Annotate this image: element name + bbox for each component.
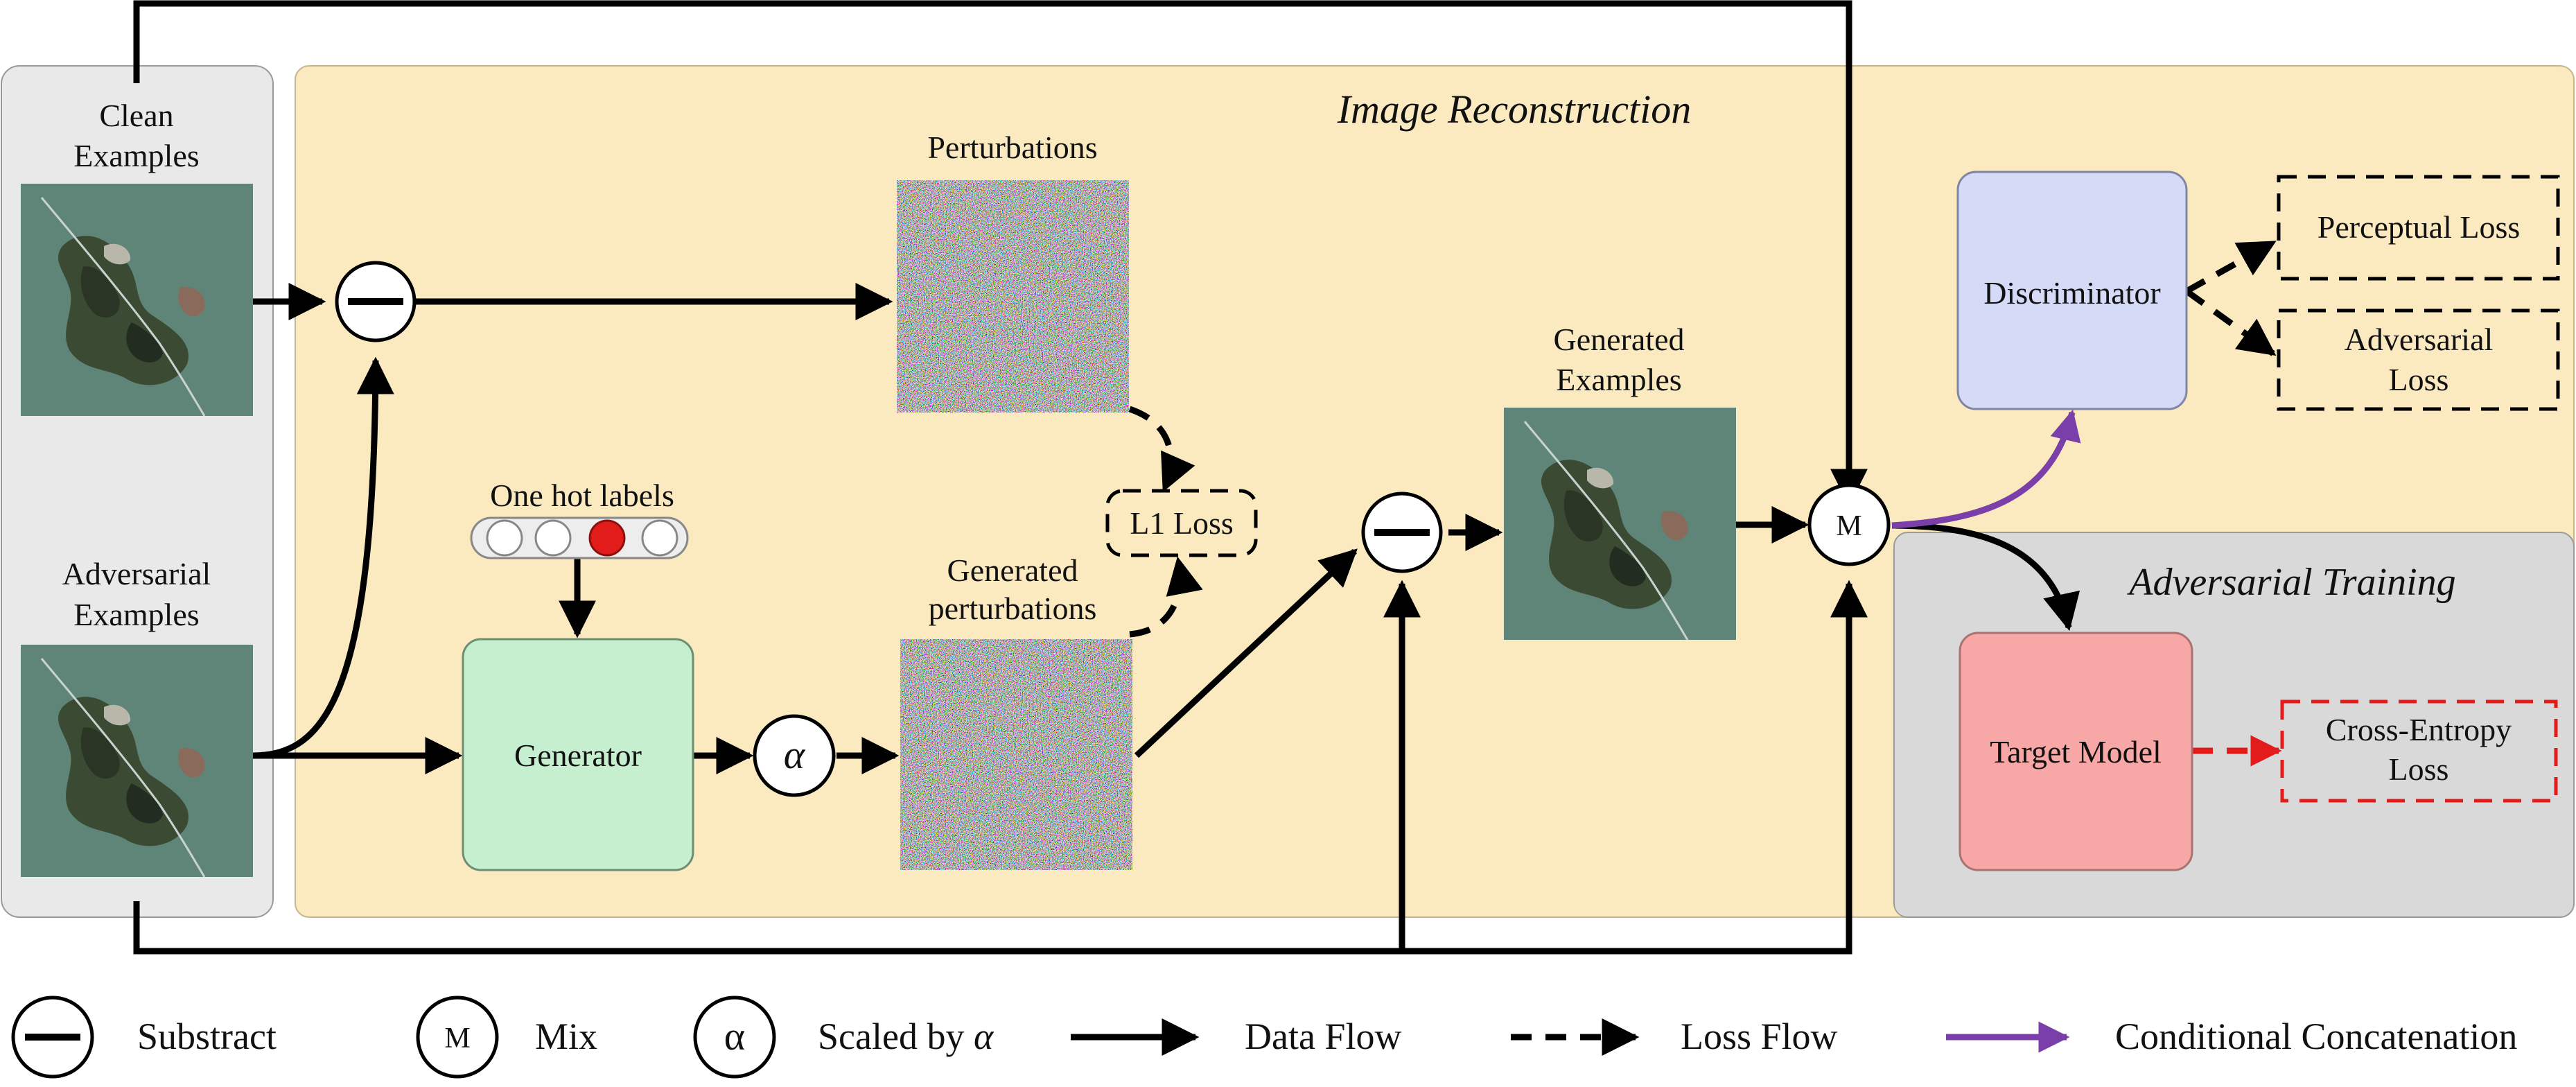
generated-perturbations-image [900, 639, 1132, 870]
legend-alpha-symbol: α [724, 1014, 745, 1059]
legend-scaled-label: Scaled by α [818, 1016, 995, 1057]
perturbations-image [897, 180, 1129, 412]
adversarial-training-title: Adversarial Training [2126, 561, 2455, 604]
genpert-to-l1-dashed [1129, 556, 1203, 638]
legend-subtract-label: Substract [137, 1016, 277, 1057]
subtract-node-2 [1361, 492, 1443, 573]
clean-example-image [19, 182, 254, 417]
perturbations-to-l1-dashed [1128, 406, 1195, 492]
cross-entropy-loss-label-line1: Cross-Entropy [2326, 712, 2512, 747]
adv-to-mix-bottom-line [133, 580, 1868, 955]
adversarial-loss-box [2277, 308, 2560, 411]
generated-examples-label-line1: Generated [1554, 322, 1685, 357]
one-hot-labels-label: One hot labels [490, 478, 674, 513]
l1-loss-box [1105, 489, 1258, 557]
subtract-node-1 [335, 261, 417, 342]
perceptual-loss-label: Perceptual Loss [2317, 209, 2521, 245]
l1-loss-label: L1 Loss [1130, 505, 1234, 541]
legend: Substract M Mix α Scaled by α Data Flow … [11, 995, 2517, 1079]
clean-to-mix-top-line [133, 0, 1868, 507]
adversarial-loss-label-line1: Adversarial [2345, 322, 2494, 357]
cross-entropy-loss-box [2280, 699, 2558, 803]
legend-mix-icon: M [416, 995, 499, 1079]
adv-to-subtract-curve [252, 356, 394, 759]
legend-conditional-label: Conditional Concatenation [2115, 1016, 2517, 1057]
legend-subtract-icon [11, 995, 94, 1079]
one-hot-vector [470, 516, 689, 559]
generator-box [462, 638, 694, 871]
alpha-node: α [753, 714, 836, 797]
legend-alpha-icon: α [693, 995, 776, 1079]
generated-perturbations-label-line2: perturbations [929, 591, 1097, 626]
legend-data-flow-label: Data Flow [1245, 1016, 1401, 1057]
mix-to-target-arrow [1891, 522, 2080, 632]
genpert-to-subtract2-arrow [1134, 548, 1358, 758]
mix-to-discriminator-purple-arrow [1891, 409, 2081, 529]
alpha-symbol: α [784, 732, 806, 777]
clean-examples-label-line2: Examples [73, 138, 199, 173]
image-reconstruction-title: Image Reconstruction [1337, 87, 1692, 132]
target-model-box [1959, 632, 2193, 871]
mix-node: M [1807, 483, 1891, 566]
adversarial-loss-label-line2: Loss [2389, 362, 2449, 397]
clean-examples-label-line1: Clean [99, 98, 173, 133]
generator-label: Generator [514, 738, 642, 773]
discriminator-box [1956, 171, 2188, 410]
cross-entropy-loss-label-line2: Loss [2389, 751, 2449, 787]
adversarial-examples-label-line1: Adversarial [62, 556, 211, 591]
generated-perturbations-label-line1: Generated [947, 553, 1078, 588]
perceptual-loss-box [2277, 175, 2560, 281]
generated-examples-label-line2: Examples [1556, 362, 1681, 397]
discriminator-label: Discriminator [1983, 275, 2161, 311]
legend-loss-flow-label: Loss Flow [1681, 1016, 1838, 1057]
mix-node-symbol: M [1836, 510, 1861, 542]
adversarial-examples-label-line2: Examples [73, 597, 199, 632]
legend-mix-label: Mix [535, 1016, 597, 1057]
perturbations-label: Perturbations [927, 130, 1097, 165]
adversarial-example-image [19, 643, 254, 878]
legend-mix-symbol: M [444, 1023, 470, 1054]
disc-to-advloss-dashed [2184, 288, 2277, 356]
generated-example-image [1502, 406, 1737, 641]
disc-to-perceptual-dashed [2184, 240, 2277, 294]
target-model-label: Target Model [1990, 734, 2162, 769]
